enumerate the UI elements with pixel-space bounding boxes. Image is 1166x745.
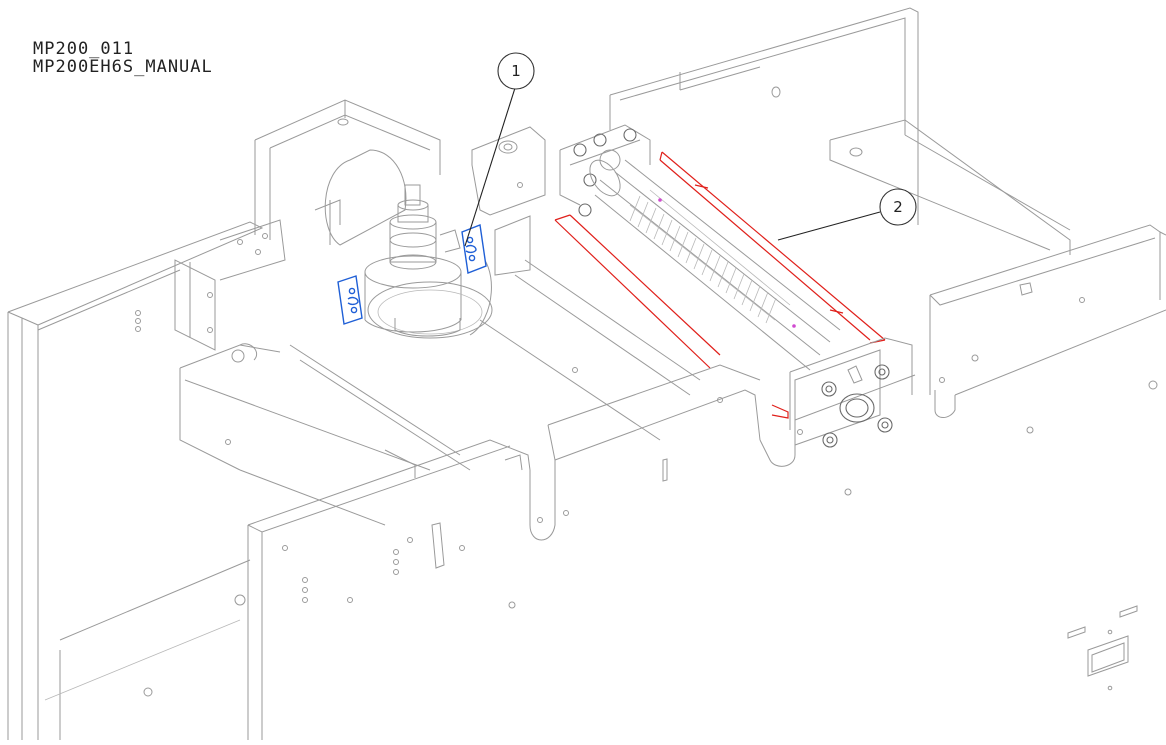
slot [662, 458, 668, 482]
base-tray [179, 259, 701, 526]
manual-name: MP200EH6S_MANUAL [33, 57, 213, 77]
callout-2: 2 [777, 188, 917, 241]
back-housing [254, 99, 441, 246]
drawing-header: MP200_011 MP200EH6S_MANUAL [33, 40, 213, 76]
left-frame [7, 219, 286, 740]
front-panel [234, 224, 1166, 740]
blue-brackets [337, 224, 487, 325]
roller-housing [559, 124, 841, 371]
back-opening [324, 149, 407, 246]
right-back-panel [609, 7, 1071, 255]
hole [143, 687, 153, 697]
callout-1-number: 1 [511, 62, 521, 80]
red-strip-back [661, 151, 886, 341]
connector-cutout [1067, 605, 1138, 691]
drawing-id: MP200_011 [33, 39, 135, 59]
tab [431, 522, 445, 569]
roller-end-plate [789, 337, 913, 448]
callout-1: 1 [464, 52, 535, 247]
side-bracket [174, 259, 216, 351]
red-strips [554, 151, 886, 419]
callout-2-number: 2 [893, 198, 903, 216]
roller-coil [629, 195, 777, 324]
spindle-assembly [364, 184, 493, 339]
top-bracket [471, 126, 546, 276]
red-strip-front [554, 219, 711, 369]
